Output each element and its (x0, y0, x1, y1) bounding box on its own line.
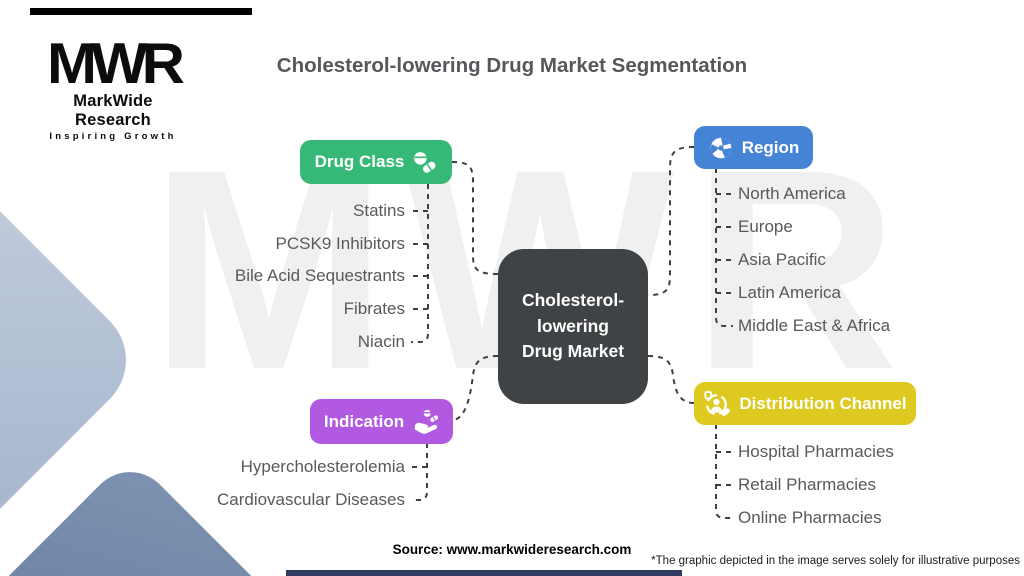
segment-node-label: Indication (323, 411, 405, 431)
hand-pills-icon (414, 409, 439, 434)
decorative-top-bar (30, 8, 252, 15)
segment-node-distribution-channel: Distribution Channel (694, 382, 916, 425)
list-item-bile-acid-sequestrants: Bile Acid Sequestrants (234, 266, 405, 285)
list-item-north-america: North America (738, 184, 846, 203)
list-item-cardiovascular-diseases: Cardiovascular Diseases (216, 490, 405, 509)
list-item-fibrates: Fibrates (343, 299, 405, 318)
list-item-pcsk9-inhibitors: PCSK9 Inhibitors (275, 234, 405, 253)
list-item-latin-america: Latin America (738, 283, 841, 302)
person-delivery-icon (704, 390, 731, 416)
list-item-middle-east-africa: Middle East & Africa (738, 316, 891, 335)
decorative-bottom-bar (286, 570, 682, 576)
list-item-online-pharmacies: Online Pharmacies (738, 508, 882, 527)
list-item-hypercholesterolemia: Hypercholesterolemia (240, 457, 405, 476)
segment-node-region: Region (694, 126, 813, 169)
pills-icon (414, 151, 436, 173)
logo-company-name: MarkWide Research (73, 92, 153, 129)
central-node-cholesterol-market: Cholesterol- lowering Drug Market (498, 249, 648, 404)
central-node-line: Drug Market (521, 341, 625, 362)
list-item-hospital-pharmacies: Hospital Pharmacies (738, 442, 894, 461)
central-node-line: lowering (537, 315, 609, 336)
list-item-asia-pacific: Asia Pacific (738, 250, 826, 269)
markwide-logo: MWR MarkWide Research Inspiring Growth (35, 34, 191, 142)
segment-node-label: Region (741, 137, 800, 157)
logo-monogram: MWR (47, 31, 185, 96)
list-item-europe: Europe (738, 217, 793, 236)
segment-node-label: Distribution Channel (739, 393, 907, 413)
disclaimer-text: *The graphic depicted in the image serve… (651, 555, 1020, 567)
list-item-statins: Statins (353, 201, 405, 220)
list-item-retail-pharmacies: Retail Pharmacies (738, 475, 876, 494)
logo-tagline: Inspiring Growth (49, 131, 177, 142)
source-text: Source: www.markwideresearch.com (392, 542, 632, 557)
globe-icon (710, 137, 731, 158)
central-node-line: Cholesterol- (521, 290, 625, 311)
segment-node-label: Drug Class (314, 152, 405, 171)
list-item-niacin: Niacin (357, 332, 405, 351)
page-title: Cholesterol-lowering Drug Market Segment… (276, 54, 748, 77)
segment-node-drug-class: Drug Class (300, 140, 452, 184)
segment-node-indication: Indication (310, 399, 453, 444)
